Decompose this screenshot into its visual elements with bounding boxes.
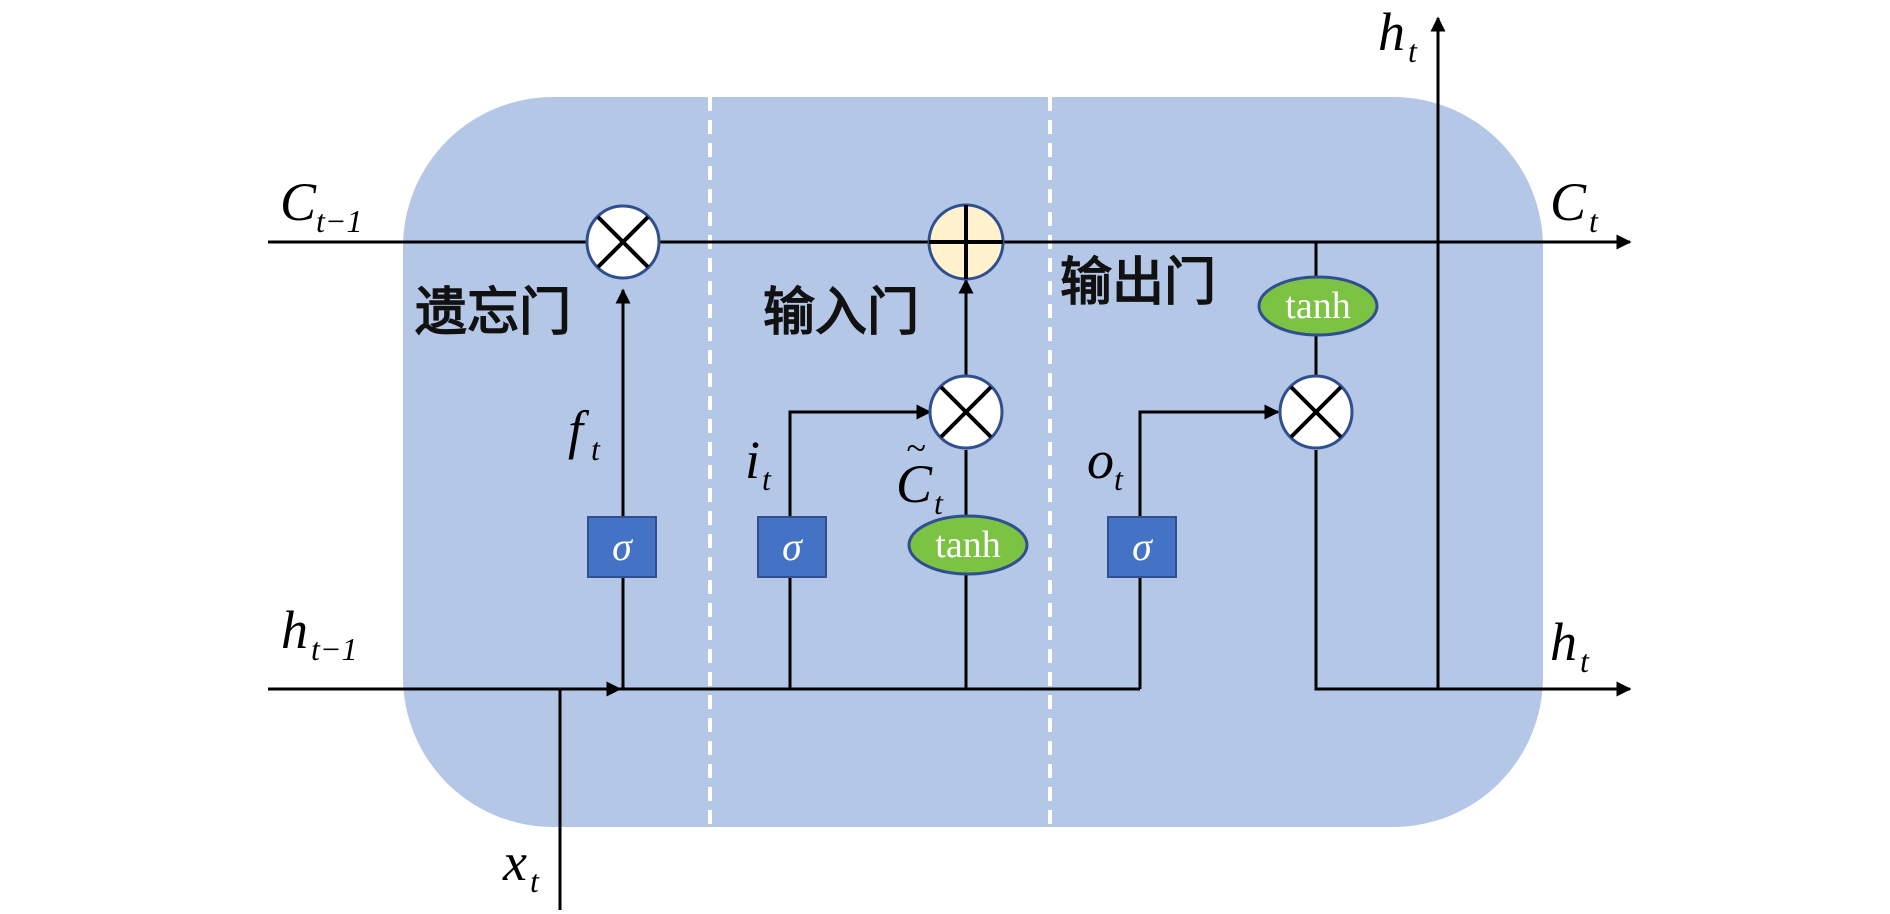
svg-text:t−1: t−1: [316, 203, 362, 239]
forget-gate-label: 遗忘门: [415, 282, 571, 343]
svg-text:o: o: [1087, 430, 1114, 490]
h-prev-label: h t−1: [281, 600, 357, 667]
output-to-hidden: [1314, 450, 1632, 697]
svg-text:C: C: [1550, 172, 1587, 232]
output-gate-label: 输出门: [1060, 252, 1216, 313]
multiply-node-icon: [585, 204, 661, 280]
svg-text:C: C: [896, 454, 933, 514]
h-out-top-label: h t: [1378, 2, 1418, 69]
svg-text:σ: σ: [1132, 524, 1153, 569]
svg-text:t: t: [1408, 33, 1418, 69]
input-i-path: [788, 404, 932, 689]
svg-text:t: t: [1580, 643, 1590, 679]
x-in-label: x t: [502, 832, 540, 899]
svg-text:h: h: [1378, 2, 1405, 62]
tanh-ellipse-input: tanh: [907, 514, 1029, 576]
svg-text:t: t: [762, 461, 772, 497]
svg-text:h: h: [1550, 612, 1577, 672]
svg-text:t: t: [530, 863, 540, 899]
multiply-node-icon: [928, 374, 1004, 450]
tanh-ellipse-output: tanh: [1257, 275, 1379, 337]
h-out-right-label: h t: [1550, 612, 1590, 679]
o-t-label: o t: [1087, 430, 1124, 497]
sigma-box-input: σ: [757, 516, 827, 578]
svg-text:t: t: [1114, 461, 1124, 497]
i-t-label: i t: [745, 430, 772, 497]
svg-text:i: i: [745, 430, 760, 490]
svg-text:~: ~: [906, 428, 925, 468]
svg-text:t−1: t−1: [311, 631, 357, 667]
c-tilde-label: ~ C t: [896, 428, 944, 521]
output-o-path: [1138, 404, 1280, 689]
svg-text:tanh: tanh: [1285, 285, 1350, 327]
svg-text:h: h: [281, 600, 308, 660]
svg-text:σ: σ: [612, 524, 633, 569]
svg-text:t: t: [591, 431, 601, 467]
svg-text:x: x: [502, 832, 527, 892]
svg-text:t: t: [934, 485, 944, 521]
c-out-label: C t: [1550, 172, 1599, 239]
multiply-node-icon: [1278, 374, 1354, 450]
svg-text:t: t: [1589, 203, 1599, 239]
lstm-cell-background: [403, 97, 1543, 827]
sigma-box-output: σ: [1107, 516, 1177, 578]
c-prev-label: C t−1: [280, 172, 362, 239]
input-gate-label: 输入门: [763, 282, 919, 343]
sigma-box-forget: σ: [587, 516, 657, 578]
svg-text:tanh: tanh: [935, 524, 1000, 566]
svg-text:C: C: [280, 172, 317, 232]
add-node-icon: [927, 203, 1005, 281]
svg-text:σ: σ: [782, 524, 803, 569]
